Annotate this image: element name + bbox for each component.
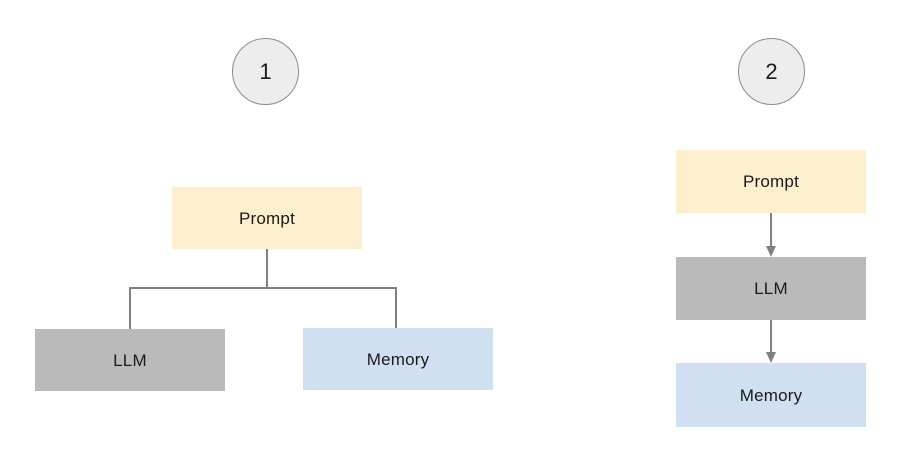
d2-node-llm[interactable]: LLM xyxy=(676,257,866,320)
d2-node-llm-label: LLM xyxy=(754,279,788,298)
d1-node-memory[interactable]: Memory xyxy=(303,328,493,390)
d1-node-llm[interactable]: LLM xyxy=(35,329,225,391)
d2-node-prompt-label: Prompt xyxy=(743,172,799,191)
step-badge-2-label: 2 xyxy=(765,58,778,84)
d1-node-prompt-label: Prompt xyxy=(239,208,295,228)
d1-node-memory-label: Memory xyxy=(366,349,430,369)
d2-node-prompt[interactable]: Prompt xyxy=(676,150,866,213)
d1-node-prompt[interactable]: Prompt xyxy=(172,187,362,249)
d2-node-memory-label: Memory xyxy=(739,385,803,405)
d2-node-memory[interactable]: Memory xyxy=(676,363,866,427)
d1-node-llm-label: LLM xyxy=(113,350,147,370)
arrowhead-d2-memory-icon xyxy=(766,352,776,363)
step-badge-2: 2 xyxy=(738,38,805,105)
step-badge-1-label: 1 xyxy=(259,58,272,84)
step-badge-1: 1 xyxy=(232,38,299,105)
arrowhead-d2-llm-icon xyxy=(766,246,776,257)
